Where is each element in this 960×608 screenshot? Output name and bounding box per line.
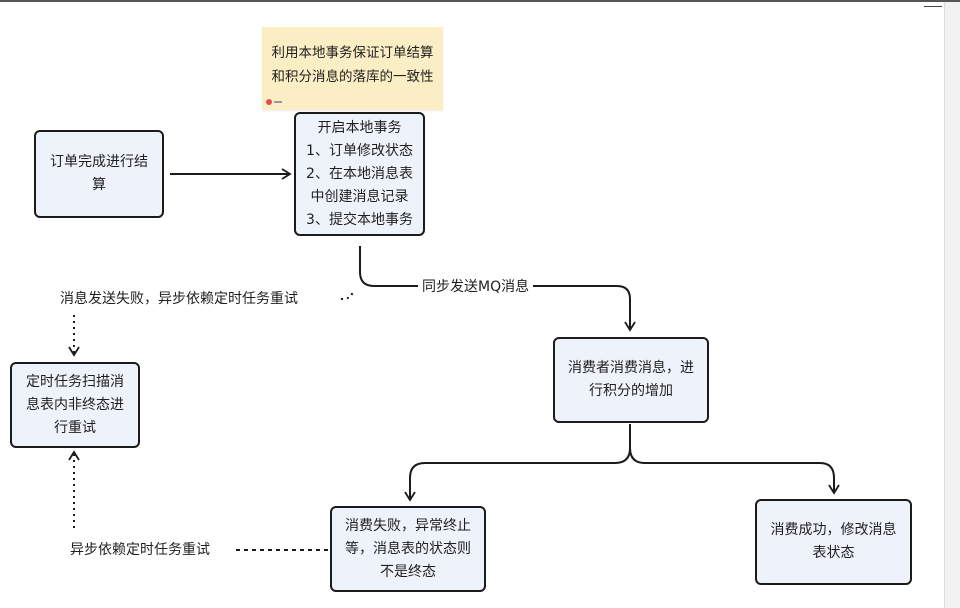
node-text: 开启本地事务: [317, 119, 402, 136]
node-text: 行积分的增加: [589, 383, 673, 399]
note-line: 和积分消息的落库的一致性: [271, 69, 434, 85]
edge-label-sync-send: 同步发送MQ消息: [418, 278, 534, 296]
node-scheduled-scan[interactable]: 定时任务扫描消 息表内非终态进 行重试: [10, 362, 140, 448]
node-text: 表状态: [812, 545, 855, 561]
sticky-note[interactable]: 利用本地事务保证订单结算 和积分消息的落库的一致性: [262, 27, 443, 110]
node-text: 不是终态: [380, 563, 436, 580]
edge-label-async-retry: 异步依赖定时任务重试: [66, 541, 214, 559]
node-text: 中创建消息记录: [310, 188, 409, 205]
arrow-consumer-to-fail: [404, 424, 631, 502]
note-line: 利用本地事务保证订单结算: [271, 45, 434, 61]
node-consumer[interactable]: 消费者消费消息，进 行积分的增加: [553, 337, 709, 423]
node-text: 等，消息表的状态则: [345, 540, 471, 557]
node-text: 3、提交本地事务: [306, 211, 413, 228]
node-local-transaction[interactable]: 开启本地事务 1、订单修改状态 2、在本地消息表 中创建消息记录 3、提交本地事…: [294, 112, 425, 236]
arrow-consumer-to-success: [629, 447, 840, 495]
node-order-settle[interactable]: 订单完成进行结 算: [34, 130, 164, 218]
arrow-sendfail-dotted: [339, 292, 353, 300]
node-text: 1、订单修改状态: [306, 142, 413, 159]
node-text: 行重试: [54, 419, 96, 436]
node-text: 消费者消费消息，进: [568, 360, 694, 376]
right-scroll-gutter[interactable]: [944, 2, 960, 608]
top-border: [0, 0, 960, 2]
node-consume-success[interactable]: 消费成功，修改消息 表状态: [755, 499, 912, 585]
corner-mark: [924, 0, 942, 7]
node-text: 消费失败，异常终止: [345, 517, 471, 534]
node-consume-fail[interactable]: 消费失败，异常终止 等，消息表的状态则 不是终态: [330, 506, 486, 592]
node-text: 息表内非终态进: [26, 396, 124, 413]
node-text: 2、在本地消息表: [306, 165, 413, 182]
note-author-avatar: [266, 98, 286, 106]
node-text: 订单完成进行结: [50, 154, 148, 170]
node-text: 算: [92, 177, 106, 193]
edge-label-send-fail-retry: 消息发送失败，异步依赖定时任务重试: [56, 290, 302, 308]
node-text: 定时任务扫描消: [26, 373, 124, 390]
node-text: 消费成功，修改消息: [770, 522, 897, 538]
